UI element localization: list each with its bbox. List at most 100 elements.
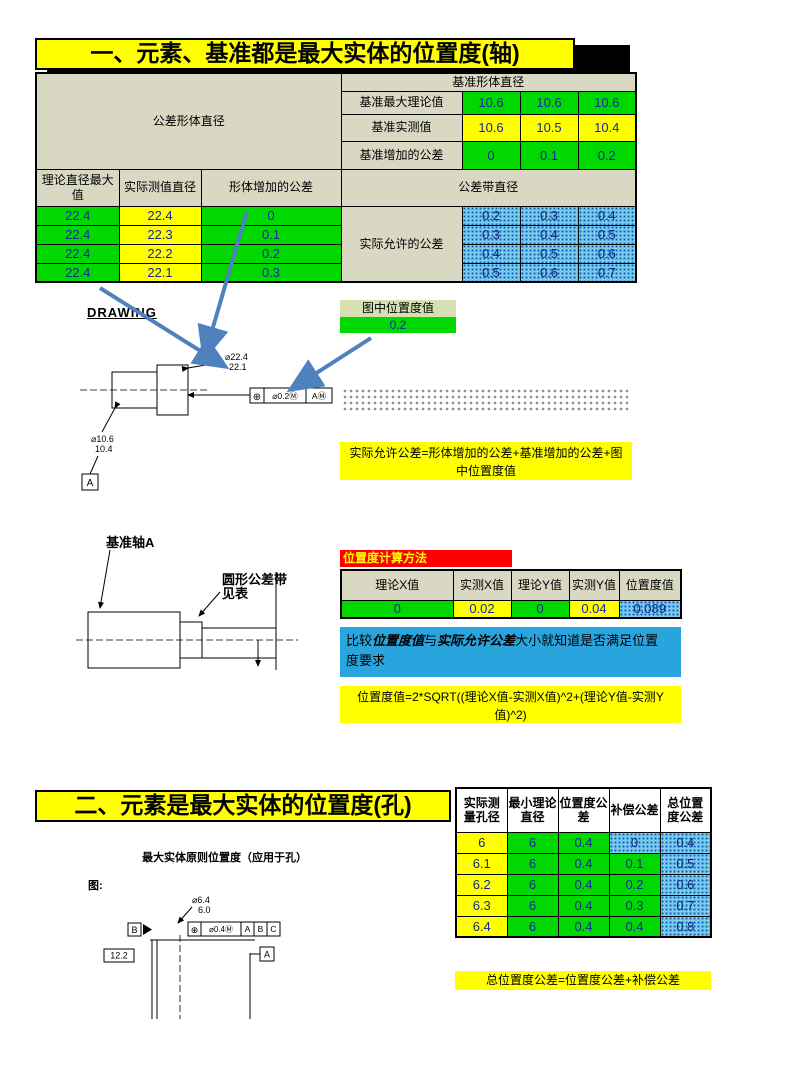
table-cell: 0.5 xyxy=(519,243,579,264)
table-cell: 0.1 xyxy=(519,140,579,170)
table-cell: 0.6 xyxy=(659,873,712,896)
datum-axis-leader xyxy=(98,549,111,609)
table-row: 理论X值 实测X值 理论Y值 实测Y值 位置度值 xyxy=(340,569,682,601)
datum-b-flag xyxy=(143,924,152,935)
datum-header-cell: 基准形体直径 xyxy=(340,72,637,92)
table-cell: 0.3 xyxy=(200,262,342,283)
table-row: 6.2 6 0.4 0.2 0.6 xyxy=(455,873,712,896)
table-cell: 0.4 xyxy=(519,224,579,245)
datum-b-box xyxy=(127,922,142,937)
table-cell: 0.4 xyxy=(557,831,610,854)
row-label-cell: 基准增加的公差 xyxy=(340,140,463,170)
row-label-cell: 基准最大理论值 xyxy=(340,90,463,115)
table-cell: 0.4 xyxy=(608,915,661,938)
table-cell: 0.089 xyxy=(618,599,682,619)
table-cell: 22.4 xyxy=(35,205,120,226)
dim-large-value2: 22.1 xyxy=(229,362,247,372)
position-formula-box: 位置度值=2*SQRT((理论X值-实测X值)^2+(理论Y值-实测Y值)^2) xyxy=(340,686,681,723)
table-cell: 0.4 xyxy=(659,831,712,854)
table-cell: 6 xyxy=(506,873,559,896)
table-cell: 0 xyxy=(608,831,661,854)
column-header-cell: 理论Y值 xyxy=(510,569,570,601)
table-row: 6.4 6 0.4 0.4 0.8 xyxy=(455,915,712,938)
column-header-cell: 实测Y值 xyxy=(568,569,620,601)
table-row: 理论直径最大值 实际测值直径 形体增加的公差 公差带直径 xyxy=(35,168,637,207)
table-cell: 10.4 xyxy=(577,113,637,142)
dim-leader xyxy=(177,906,193,924)
table-cell: 10.5 xyxy=(519,113,579,142)
table-cell: 0.2 xyxy=(608,873,661,896)
fcf-frame xyxy=(266,921,281,937)
drawing-label: DRAWING xyxy=(87,305,157,320)
table-cell: 0.2 xyxy=(461,205,521,226)
table-cell: 0 xyxy=(461,140,521,170)
table-cell: 0.2 xyxy=(200,243,342,264)
table-cell: 0.4 xyxy=(557,873,610,896)
dim-small-value: ⌀10.6 xyxy=(91,434,114,444)
table-row: 0 0.02 0 0.04 0.089 xyxy=(340,599,682,619)
datum-axis-label: 基准轴A xyxy=(105,535,155,550)
datum-a-letter: A xyxy=(264,950,270,960)
column-header-cell: 补偿公差 xyxy=(608,787,661,833)
table-row: 22.4 22.2 0.2 0.4 0.5 0.6 xyxy=(35,243,637,264)
dotted-pattern-strip xyxy=(342,388,630,412)
table-cell: 0 xyxy=(510,599,570,619)
table-cell: 22.4 xyxy=(35,262,120,283)
dim-small-value2: 10.4 xyxy=(95,444,113,454)
table-row: 22.4 22.3 0.1 0.3 0.4 0.5 xyxy=(35,224,637,245)
table-cell: 6.3 xyxy=(455,894,508,917)
table-cell: 6.1 xyxy=(455,852,508,875)
table-cell: 0.3 xyxy=(461,224,521,245)
allowed-label-cell: 实际允许的公差 xyxy=(340,205,463,283)
table-cell: 6 xyxy=(506,915,559,938)
compare-note-box: 比较位置度值与实际允许公差大小就知道是否满足位置度要求 xyxy=(340,627,681,677)
table-cell: 0.4 xyxy=(557,852,610,875)
table-cell: 6 xyxy=(506,852,559,875)
table-cell: 6 xyxy=(455,831,508,854)
column-header-cell: 形体增加的公差 xyxy=(200,168,342,207)
table-cell: 6 xyxy=(506,894,559,917)
table-cell: 0.02 xyxy=(452,599,512,619)
table-cell: 0.04 xyxy=(568,599,620,619)
datum-a-box xyxy=(81,473,99,491)
table-row: 基准增加的公差 0 0.1 0.2 xyxy=(36,140,637,170)
table-cell: 0.5 xyxy=(461,262,521,283)
mmc-shaft-table: 公差形体直径 基准形体直径 基准最大理论值 10.6 10.6 10.6 基准实… xyxy=(35,72,638,283)
position-symbol-icon: ⊕ xyxy=(191,925,199,935)
column-header-cell: 总位置度公差 xyxy=(659,787,712,833)
band-note-line1: 圆形公差带 xyxy=(222,572,287,587)
pos-value-cell: 0.2 xyxy=(340,317,456,333)
table-cell: 0.5 xyxy=(577,224,637,245)
table-row: 6.1 6 0.4 0.1 0.5 xyxy=(455,852,712,875)
table-cell: 22.4 xyxy=(35,243,120,264)
shaft-drawing-1: ⌀22.4 22.1 ⊕ ⌀0.2Ⓜ AⓂ ⌀10.6 10.4 A xyxy=(80,352,333,491)
table-cell: 22.4 xyxy=(35,224,120,245)
table-cell: 0.1 xyxy=(608,852,661,875)
dim-value2: 6.0 xyxy=(198,905,211,915)
compare-text: 大小就知道是否满足位置度要求 xyxy=(346,633,659,668)
mmc-hole-table: 实际测量孔径 最小理论直径 位置度公差 补偿公差 总位置度公差 6 6 0.4 … xyxy=(455,787,712,938)
column-header-cell: 位置度公差 xyxy=(557,787,610,833)
compare-text: 比较 xyxy=(346,633,373,648)
left-header-cell: 公差形体直径 xyxy=(35,72,342,170)
fcf-datum-ref: B xyxy=(258,924,264,934)
table-row: 实际测量孔径 最小理论直径 位置度公差 补偿公差 总位置度公差 xyxy=(455,787,712,833)
column-header-cell: 理论X值 xyxy=(340,569,454,601)
table-cell: 0.2 xyxy=(577,140,637,170)
table-row: 基准最大理论值 10.6 10.6 10.6 xyxy=(36,90,637,115)
table-cell: 0.7 xyxy=(659,894,712,917)
column-header-cell: 最小理论直径 xyxy=(506,787,559,833)
position-symbol-icon: ⊕ xyxy=(253,392,261,403)
table-cell: 0.3 xyxy=(519,205,579,226)
table-cell: 10.6 xyxy=(461,90,521,115)
dim-box xyxy=(103,948,135,963)
band-note-leader xyxy=(198,591,221,617)
column-header-cell: 实际测值直径 xyxy=(118,168,202,207)
table-cell: 0.4 xyxy=(577,205,637,226)
section1-title: 一、元素、基准都是最大实体的位置度(轴) xyxy=(35,38,575,70)
pos-value-header: 图中位置度值 xyxy=(340,300,456,317)
table-cell: 0.6 xyxy=(519,262,579,283)
table-cell: 0.8 xyxy=(659,915,712,938)
table-cell: 0.4 xyxy=(461,243,521,264)
